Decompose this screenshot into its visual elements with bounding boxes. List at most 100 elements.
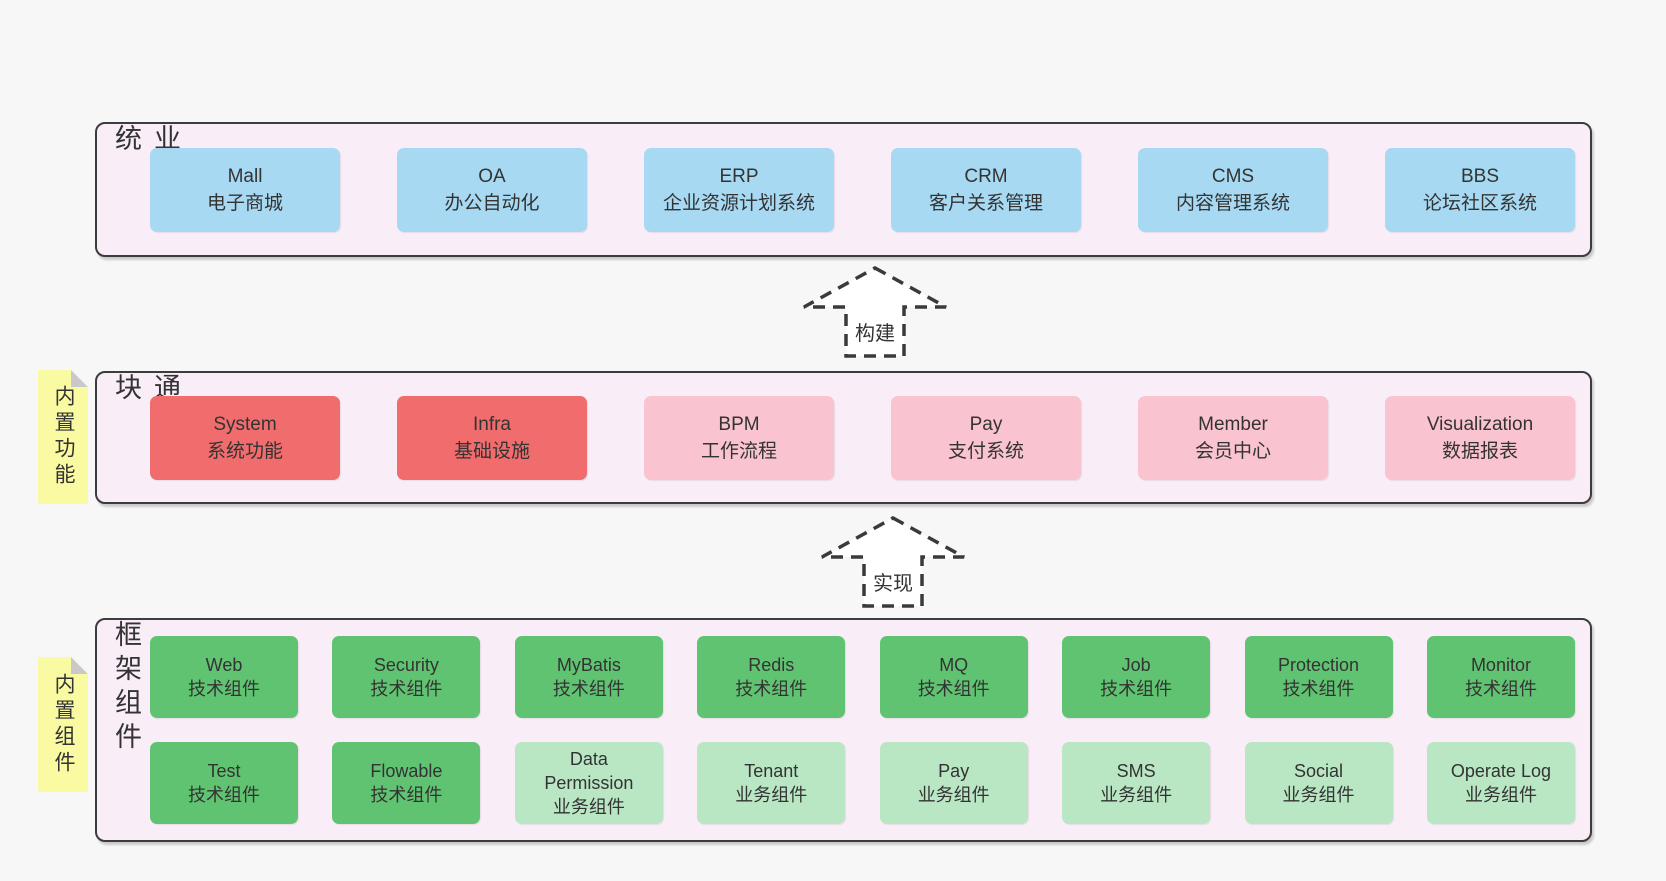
- diagram-box: OA 办公自动化: [397, 147, 587, 232]
- box-subtitle: 技术组件: [188, 785, 260, 805]
- diagram-box: Infra 基础设施: [397, 395, 587, 480]
- implement-arrow: 实现: [818, 515, 968, 610]
- box-title: Tenant: [744, 761, 799, 781]
- diagram-box: Data Permission 业务组件: [514, 742, 663, 824]
- diagram-box: Pay 支付系统: [891, 395, 1081, 480]
- box-subtitle: 企业资源计划系统: [662, 192, 815, 214]
- layer-business-systems: 业务系统 Mall 电子商城 OA 办公自动化 ERP 企业资源计划系统 CRM…: [95, 122, 1592, 257]
- box-subtitle: 支付系统: [947, 440, 1024, 462]
- diagram-box: Visualization 数据报表: [1385, 395, 1575, 480]
- box-title: Protection: [1278, 655, 1360, 675]
- box-subtitle: 业务组件: [917, 785, 990, 805]
- build-arrow: 构建: [800, 265, 950, 360]
- box-subtitle: 技术组件: [1464, 679, 1537, 699]
- diagram-box: System 系统功能: [150, 395, 340, 480]
- box-title: OA: [478, 165, 506, 187]
- box-title: Pay: [969, 413, 1003, 435]
- layer-side-label: 框架组件: [111, 620, 141, 756]
- sticky-note-built-in-components: 内置组件: [38, 657, 88, 792]
- box-title: Test: [207, 761, 241, 781]
- box-title: Infra: [472, 413, 512, 435]
- box-subtitle: 业务组件: [1282, 785, 1355, 805]
- box-title: Operate Log: [1450, 761, 1551, 781]
- box-title: Monitor: [1470, 655, 1531, 675]
- box-title: Security: [373, 655, 439, 675]
- diagram-box: Operate Log 业务组件: [1426, 742, 1575, 824]
- note-label: 内置功能: [52, 385, 75, 489]
- diagram-box: BBS 论坛社区系统: [1385, 147, 1575, 232]
- diagram-box: SMS 业务组件: [1062, 742, 1211, 824]
- box-title: System: [213, 413, 277, 435]
- diagram-box: MQ 技术组件: [879, 636, 1028, 718]
- diagram-box: CRM 客户关系管理: [891, 147, 1081, 232]
- layer-rows: System 系统功能 Infra 基础设施 BPM 工作流程 Pay 支付系统…: [150, 373, 1575, 502]
- box-title: Mall: [227, 165, 263, 187]
- diagram-box: ERP 企业资源计划系统: [644, 147, 834, 232]
- box-subtitle: 技术组件: [552, 679, 625, 699]
- note-label: 内置组件: [52, 672, 75, 777]
- box-subtitle: 业务组件: [1464, 785, 1537, 805]
- box-row: Mall 电子商城 OA 办公自动化 ERP 企业资源计划系统 CRM 客户关系…: [150, 147, 1575, 232]
- diagram-box: Mall 电子商城: [150, 147, 340, 232]
- box-subtitle: 技术组件: [370, 785, 443, 805]
- box-subtitle: 客户关系管理: [928, 192, 1043, 214]
- box-subtitle: 数据报表: [1441, 440, 1518, 462]
- box-row: Web 技术组件 Security 技术组件 MyBatis 技术组件 Redi…: [150, 636, 1575, 718]
- box-title: BPM: [718, 413, 760, 435]
- box-title: ERP: [719, 165, 759, 187]
- box-title: Visualization: [1426, 413, 1534, 435]
- box-subtitle: 技术组件: [735, 679, 808, 699]
- box-subtitle: 业务组件: [735, 785, 808, 805]
- box-subtitle: 内容管理系统: [1175, 192, 1290, 214]
- sticky-note-built-in-functions: 内置功能: [38, 370, 88, 504]
- diagram-box: Redis 技术组件: [697, 636, 846, 718]
- box-title: Job: [1121, 655, 1151, 675]
- layer-rows: Web 技术组件 Security 技术组件 MyBatis 技术组件 Redi…: [150, 620, 1575, 840]
- box-subtitle: 工作流程: [700, 440, 777, 462]
- box-subtitle: 会员中心: [1194, 440, 1271, 462]
- box-subtitle: 技术组件: [1100, 679, 1173, 699]
- diagram-box: Tenant 业务组件: [697, 742, 846, 824]
- diagram-box: Protection 技术组件: [1244, 636, 1393, 718]
- diagram-box: MyBatis 技术组件: [514, 636, 663, 718]
- box-subtitle: 业务组件: [1100, 785, 1173, 805]
- up-arrow-shape: [821, 516, 965, 608]
- diagram-box: CMS 内容管理系统: [1138, 147, 1328, 232]
- box-title: Member: [1198, 413, 1268, 435]
- diagram-box: Member 会员中心: [1138, 395, 1328, 480]
- diagram-box: Pay 业务组件: [879, 742, 1028, 824]
- box-title: Flowable: [370, 761, 443, 781]
- box-subtitle: 基础设施: [453, 440, 530, 462]
- diagram-box: BPM 工作流程: [644, 395, 834, 480]
- layer-framework-components: 框架组件 Web 技术组件 Security 技术组件 MyBatis 技术组件…: [95, 618, 1592, 842]
- box-title: CRM: [964, 165, 1008, 187]
- diagram-box: Web 技术组件: [150, 636, 298, 718]
- box-title: BBS: [1460, 165, 1500, 187]
- box-title: Redis: [748, 655, 795, 675]
- box-title: Social: [1294, 761, 1344, 781]
- box-subtitle: 技术组件: [917, 679, 990, 699]
- box-subtitle: 业务组件: [552, 797, 625, 817]
- note-fold-corner: [71, 370, 88, 387]
- box-title: MQ: [939, 655, 969, 675]
- diagram-box: Test 技术组件: [150, 742, 298, 824]
- layer-rows: Mall 电子商城 OA 办公自动化 ERP 企业资源计划系统 CRM 客户关系…: [150, 124, 1575, 255]
- box-title: Web: [205, 655, 243, 675]
- box-subtitle: 电子商城: [206, 192, 283, 214]
- diagram-box: Flowable 技术组件: [332, 742, 481, 824]
- layer-common-modules: 通用模块 System 系统功能 Infra 基础设施 BPM 工作流程 Pay…: [95, 371, 1592, 504]
- diagram-box: Monitor 技术组件: [1426, 636, 1575, 718]
- box-row: System 系统功能 Infra 基础设施 BPM 工作流程 Pay 支付系统…: [150, 395, 1575, 480]
- box-row: Test 技术组件 Flowable 技术组件 Data Permission …: [150, 742, 1575, 824]
- box-title: MyBatis: [556, 655, 621, 675]
- box-subtitle: 系统功能: [206, 440, 283, 462]
- diagram-box: Social 业务组件: [1244, 742, 1393, 824]
- box-title: Pay: [938, 761, 970, 781]
- up-arrow-shape: [803, 266, 947, 358]
- box-subtitle: 技术组件: [370, 679, 443, 699]
- diagram-box: Security 技术组件: [332, 636, 481, 718]
- box-subtitle: 论坛社区系统: [1422, 192, 1537, 214]
- build-arrow-label: 构建: [855, 323, 895, 345]
- note-fold-corner: [71, 657, 88, 674]
